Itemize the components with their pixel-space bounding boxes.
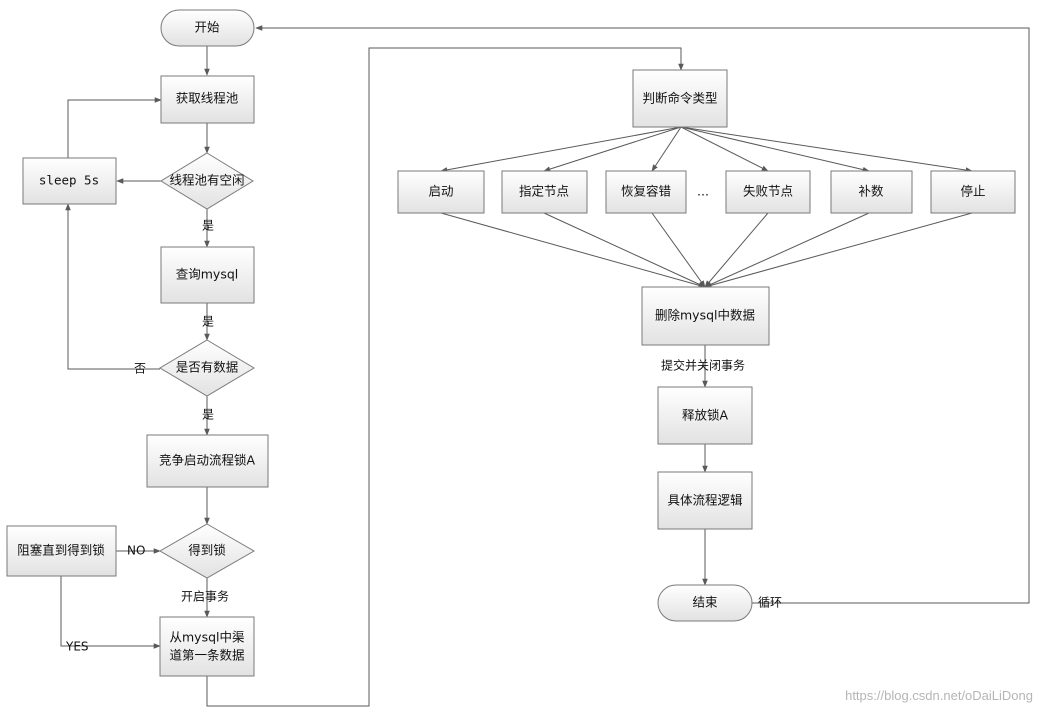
edges (60, 25, 1030, 707)
release-lock-box (657, 386, 753, 445)
edge-node-cmd-to-delete (543, 212, 706, 288)
sleep-label: sleep 5s (39, 173, 99, 188)
edge-recover-cmd-to-delete (651, 212, 706, 288)
edge-judge-to-stop-cmd (680, 126, 973, 173)
edge-label-yes-en: YES (65, 640, 89, 654)
edge-label-no: 否 (134, 362, 146, 376)
block-label: 阻塞直到得到锁 (17, 543, 105, 558)
edge-judge-to-backfill-cmd (680, 126, 870, 173)
judge-type-label: 判断命令类型 (642, 91, 717, 106)
query-box (160, 246, 255, 304)
cmd-node-box (501, 170, 588, 214)
has-data-diamond (159, 339, 255, 397)
delete-data-label: 删除mysql中数据 (655, 308, 755, 323)
cmd-node-label: 指定节点 (519, 184, 569, 199)
end-label: 结束 (692, 595, 718, 610)
block-box (6, 525, 117, 577)
has-data-label: 是否有数据 (176, 360, 239, 375)
cmd-failnode-box (725, 170, 811, 214)
compete-lock-label: 竞争启动流程锁A (159, 453, 256, 468)
edge-label-yes-1: 是 (202, 219, 214, 233)
edge-failnode-cmd-to-delete (704, 212, 769, 288)
logic-box (657, 471, 753, 530)
edge-label-yes-3: 是 (202, 408, 214, 422)
pool-idle-diamond (160, 152, 254, 210)
edge-label-open-tx: 开启事务 (181, 589, 229, 604)
release-lock-label: 释放锁A (682, 408, 729, 423)
edge-judge-to-recover-cmd (651, 126, 682, 172)
edge-label-yes-2: 是 (202, 315, 214, 329)
edge-sleep-to-pool (67, 97, 162, 158)
take-first-box (159, 616, 255, 677)
get-pool-label: 获取线程池 (176, 91, 239, 106)
edge-label-loop: 循环 (758, 596, 782, 610)
get-pool-box (160, 75, 255, 124)
judge-type-box (632, 69, 728, 128)
edge-hasdata-no-to-sleep (65, 203, 160, 370)
cmd-stop-box (930, 170, 1016, 214)
cmd-ellipsis-label: ... (697, 184, 709, 199)
got-lock-label: 得到锁 (188, 543, 226, 558)
edge-take-to-judge (206, 47, 684, 707)
edge-stop-cmd-to-delete (704, 212, 973, 289)
take-first-label-line2: 道第一条数据 (169, 648, 244, 663)
edge-judge-to-start-cmd (440, 126, 682, 173)
edge-backfill-cmd-to-delete (704, 212, 870, 288)
cmd-stop-label: 停止 (960, 184, 985, 199)
end-terminator (657, 584, 753, 622)
pool-idle-label: 线程池有空闲 (169, 173, 244, 188)
got-lock-diamond (158, 523, 256, 579)
edge-label-commit-tx: 提交并关闭事务 (661, 358, 745, 373)
sleep-box (22, 157, 117, 205)
cmd-recover-box (605, 170, 687, 214)
watermark-text: https://blog.csdn.net/oDaiLiDong (845, 688, 1033, 703)
query-label: 查询mysql (176, 267, 239, 282)
cmd-start-label: 启动 (428, 184, 453, 199)
cmd-recover-label: 恢复容错 (621, 184, 671, 199)
take-first-label-line1: 从mysql中渠 (170, 630, 245, 645)
edge-judge-to-node-cmd (543, 126, 682, 172)
edge-label-no-en: NO (127, 544, 145, 558)
delete-data-box (641, 286, 770, 346)
cmd-backfill-label: 补数 (858, 184, 884, 199)
cmd-failnode-label: 失败节点 (743, 184, 793, 199)
logic-label: 具体流程逻辑 (667, 493, 742, 508)
start-label: 开始 (194, 20, 220, 35)
edge-start-cmd-to-delete (440, 212, 706, 288)
start-terminator (160, 9, 255, 47)
compete-lock-box (146, 434, 269, 488)
cmd-backfill-box (830, 170, 913, 214)
cmd-start-box (397, 170, 485, 214)
edge-end-loop-to-start (255, 25, 1030, 604)
edge-judge-to-failnode-cmd (680, 126, 769, 172)
edge-block-yes-to-take (60, 576, 161, 649)
